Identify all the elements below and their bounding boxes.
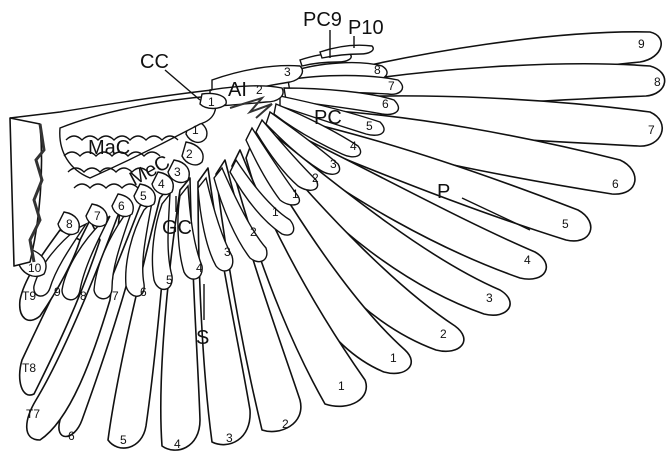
greater-covert-label: 4 bbox=[196, 261, 203, 275]
label-mac: MaC bbox=[88, 137, 130, 159]
primary-covert-label: 8 bbox=[374, 63, 381, 77]
label-p: P bbox=[437, 181, 450, 203]
median-covert-label: 6 bbox=[118, 199, 125, 213]
primary-covert-label: 5 bbox=[366, 119, 373, 133]
median-covert-label: 10 bbox=[28, 261, 42, 275]
primary-covert-label: 3 bbox=[330, 157, 337, 171]
alula-label: 2 bbox=[256, 83, 263, 97]
primary-label: 9 bbox=[638, 37, 645, 51]
median-covert-label: 2 bbox=[186, 147, 193, 161]
median-covert-label: 8 bbox=[66, 217, 73, 231]
label-pc: PC bbox=[314, 107, 342, 129]
label-s: S bbox=[196, 327, 209, 349]
median-covert-label: 1 bbox=[192, 123, 199, 137]
greater-covert-label: 5 bbox=[166, 273, 173, 287]
secondary-label: 6 bbox=[68, 429, 75, 443]
secondary-label: 2 bbox=[282, 417, 289, 431]
greater-covert-label: 1 bbox=[272, 205, 279, 219]
secondary-label: 5 bbox=[120, 433, 127, 447]
primary-covert-label: 4 bbox=[350, 139, 357, 153]
tertial-label: T7 bbox=[26, 407, 40, 421]
median-covert-label: 3 bbox=[174, 165, 181, 179]
primary-label: 6 bbox=[612, 177, 619, 191]
greater-covert-label: 9 bbox=[54, 285, 61, 299]
greater-covert-label: 7 bbox=[112, 289, 119, 303]
primary-label: 4 bbox=[524, 253, 531, 267]
label-p10: P10 bbox=[348, 17, 384, 39]
greater-covert-label: 8 bbox=[80, 289, 87, 303]
primary-covert-label: 6 bbox=[382, 97, 389, 111]
primary-label: 7 bbox=[648, 123, 655, 137]
alula-label: 3 bbox=[284, 65, 291, 79]
secondary-label: 3 bbox=[226, 431, 233, 445]
primary-label: 2 bbox=[440, 327, 447, 341]
primary-covert-label: 1 bbox=[292, 187, 299, 201]
primary-covert-label: 2 bbox=[312, 171, 319, 185]
greater-covert-label: 6 bbox=[140, 285, 147, 299]
median-covert-label: 7 bbox=[94, 209, 101, 223]
primary-label: 1 bbox=[390, 351, 397, 365]
primary-label: 8 bbox=[654, 75, 661, 89]
tertial-label: T9 bbox=[22, 289, 36, 303]
primary-label: 3 bbox=[486, 291, 493, 305]
median-covert-label: 4 bbox=[158, 177, 165, 191]
median-covert-label: 5 bbox=[140, 189, 147, 203]
secondary-label: 1 bbox=[338, 379, 345, 393]
label-al: AI bbox=[228, 79, 247, 101]
label-gc: GC bbox=[162, 217, 192, 239]
label-pc9: PC9 bbox=[303, 9, 342, 31]
secondary-label: 4 bbox=[174, 437, 181, 451]
alula-label: 1 bbox=[208, 95, 215, 109]
greater-covert-label: 2 bbox=[250, 225, 257, 239]
primary-label: 5 bbox=[562, 217, 569, 231]
primary-covert-label: 7 bbox=[388, 79, 395, 93]
label-cc: CC bbox=[140, 51, 169, 73]
tertial-label: T8 bbox=[22, 361, 36, 375]
scallop-row-4 bbox=[74, 184, 138, 188]
greater-covert-label: 3 bbox=[224, 245, 231, 259]
